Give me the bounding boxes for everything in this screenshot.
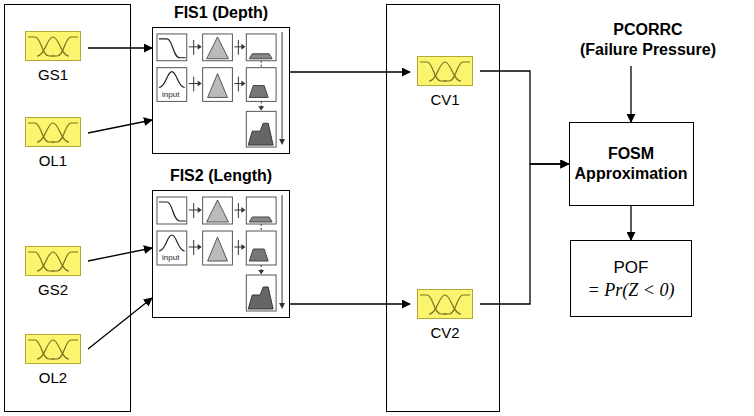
flow-arrow (88, 120, 152, 133)
fis-title: FIS2 (Length) (133, 166, 309, 186)
flow-arrow (88, 47, 152, 48)
variable-label: OL2 (18, 369, 88, 387)
membership-icon (25, 117, 81, 147)
node-text: PCORRC (613, 20, 682, 40)
membership-function: OL2 (18, 334, 88, 392)
flow-arrow (480, 164, 569, 304)
fis-title: FIS1 (Depth) (133, 3, 309, 23)
flow-arrow (290, 303, 410, 304)
axis-label: input (162, 90, 179, 99)
output-panel (387, 5, 500, 412)
membership-icon (417, 56, 473, 86)
variable-label: OL1 (18, 152, 88, 170)
model-label: PCORRC(Failure Pressure) (548, 14, 748, 66)
membership-function: GS2 (18, 246, 88, 304)
membership-icon (25, 334, 81, 364)
axis-label: input (162, 253, 179, 262)
process-box: FOSM Approximation (569, 122, 694, 206)
variable-label: CV2 (410, 324, 480, 342)
membership-icon (417, 289, 473, 319)
membership-icon (25, 246, 81, 276)
fuzzy-inference-box: FIS2 (Length)input (152, 190, 290, 318)
membership-function: CV1 (410, 56, 480, 114)
flow-arrow (290, 71, 410, 72)
flow-arrow (630, 66, 631, 122)
membership-function: GS1 (18, 31, 88, 89)
input-panel (5, 5, 131, 412)
flow-arrow (88, 248, 152, 261)
result-box: POF= Pr(Z < 0) (570, 240, 692, 317)
membership-function: OL1 (18, 117, 88, 175)
flow-arrow (480, 71, 569, 164)
node-text: (Failure Pressure) (580, 40, 716, 60)
fuzzy-inference-box: FIS1 (Depth)input (152, 27, 290, 154)
variable-label: GS2 (18, 281, 88, 299)
node-text: FOSM Approximation (574, 144, 689, 184)
membership-icon (25, 31, 81, 61)
variable-label: CV1 (410, 91, 480, 109)
flow-arrow (630, 206, 631, 240)
node-text: = Pr(Z < 0) (588, 279, 675, 301)
flow-arrow (88, 298, 152, 349)
membership-function: CV2 (410, 289, 480, 347)
variable-label: GS1 (18, 66, 88, 84)
node-text: POF (614, 257, 649, 279)
